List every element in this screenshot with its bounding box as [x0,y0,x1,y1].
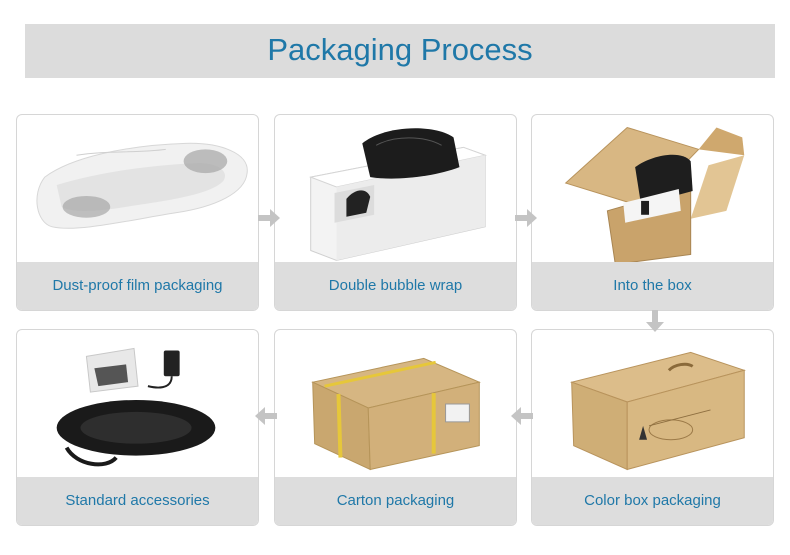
arrow-left-icon [511,407,533,425]
step-caption: Carton packaging [275,477,516,525]
page-title: Packaging Process [267,32,533,67]
double-bubble-wrap-photo [308,128,488,261]
arrow-down-icon [646,310,664,332]
arrow-right-icon [258,209,280,227]
color-box-packaging-photo [569,351,746,471]
step-caption: Standard accessories [17,477,258,525]
into-the-box-photo [564,126,745,262]
step-card-color-box-packaging: Color box packaging [531,329,774,526]
step-caption: Dust-proof film packaging [17,262,258,310]
step-card-double-bubble-wrap: Double bubble wrap [274,114,517,311]
step-card-dust-proof-film: Dust-proof film packaging [16,114,259,311]
standard-accessories-photo [56,347,216,467]
arrow-left-icon [255,407,277,425]
title-banner: Packaging Process [25,24,775,78]
step-card-standard-accessories: Standard accessories [16,329,259,526]
step-card-carton-packaging: Carton packaging [274,329,517,526]
dust-proof-film-photo [36,142,248,229]
step-caption: Into the box [532,262,773,310]
step-card-into-the-box: Into the box [531,114,774,311]
step-caption: Color box packaging [532,477,773,525]
step-caption: Double bubble wrap [275,262,516,310]
carton-packaging-photo [311,357,481,471]
arrow-right-icon [515,209,537,227]
